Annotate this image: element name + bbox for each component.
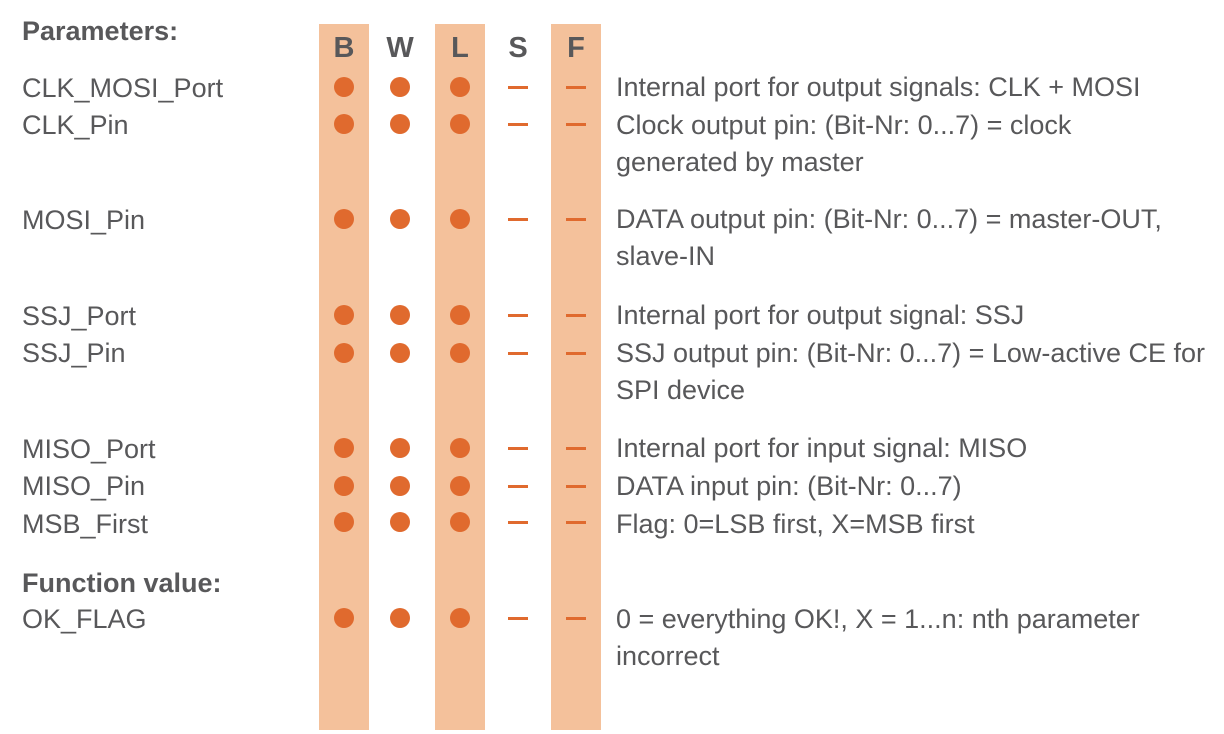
function-value-name: OK_FLAG bbox=[22, 604, 147, 634]
parameter-name: SSJ_Pin bbox=[22, 338, 126, 368]
column-header-s: S bbox=[508, 32, 528, 64]
parameter-name: CLK_Pin bbox=[22, 110, 129, 140]
mark-dash-f bbox=[566, 218, 586, 221]
parameter-name: MISO_Port bbox=[22, 434, 156, 464]
mark-dot-l bbox=[450, 209, 470, 229]
mark-dash-f bbox=[566, 86, 586, 89]
parameter-name: MISO_Pin bbox=[22, 471, 146, 501]
parameter-name: MOSI_Pin bbox=[22, 205, 146, 235]
parameter-name: CLK_MOSI_Port bbox=[22, 73, 224, 103]
mark-dot-b bbox=[334, 608, 354, 628]
mark-dot-l bbox=[450, 114, 470, 134]
mark-dot-b bbox=[334, 512, 354, 532]
mark-dash-s bbox=[508, 352, 528, 355]
mark-dash-s bbox=[508, 485, 528, 488]
mark-dot-l bbox=[450, 305, 470, 325]
function-value-heading: Function value: bbox=[22, 568, 222, 598]
mark-dot-w bbox=[390, 438, 410, 458]
mark-dash-f bbox=[566, 352, 586, 355]
mark-dot-w bbox=[390, 114, 410, 134]
column-header-b: B bbox=[333, 32, 355, 64]
mark-dash-f bbox=[566, 617, 586, 620]
column-header-w: W bbox=[386, 32, 414, 64]
mark-dash-s bbox=[508, 86, 528, 89]
mark-dot-l bbox=[450, 476, 470, 496]
parameter-name: MSB_First bbox=[22, 509, 149, 539]
mark-dot-w bbox=[390, 305, 410, 325]
parameter-description: Flag: 0=LSB first, X=MSB first bbox=[616, 509, 975, 539]
mark-dot-w bbox=[390, 608, 410, 628]
column-header-l: L bbox=[451, 32, 469, 64]
parameter-description: Internal port for output signals: CLK + … bbox=[616, 72, 1141, 102]
mark-dash-f bbox=[566, 123, 586, 126]
mark-dot-w bbox=[390, 512, 410, 532]
column-header-f: F bbox=[567, 32, 585, 64]
mark-dash-f bbox=[566, 521, 586, 524]
mark-dash-s bbox=[508, 314, 528, 317]
mark-dot-w bbox=[390, 476, 410, 496]
parameter-description: Internal port for output signal: SSJ bbox=[616, 300, 1025, 330]
parameter-description: DATA output pin: (Bit-Nr: 0...7) = maste… bbox=[616, 204, 1162, 271]
mark-dash-f bbox=[566, 314, 586, 317]
parameter-description: DATA input pin: (Bit-Nr: 0...7) bbox=[616, 471, 962, 501]
parameter-description: SSJ output pin: (Bit-Nr: 0...7) = Low-ac… bbox=[616, 338, 1205, 405]
mark-dot-b bbox=[334, 114, 354, 134]
mark-dash-f bbox=[566, 485, 586, 488]
mark-dot-l bbox=[450, 77, 470, 97]
mark-dash-s bbox=[508, 218, 528, 221]
parameter-description: Clock output pin: (Bit-Nr: 0...7) = cloc… bbox=[616, 110, 1072, 177]
mark-dash-s bbox=[508, 521, 528, 524]
mark-dash-s bbox=[508, 617, 528, 620]
mark-dash-s bbox=[508, 447, 528, 450]
mark-dot-b bbox=[334, 209, 354, 229]
mark-dot-b bbox=[334, 343, 354, 363]
mark-dot-l bbox=[450, 512, 470, 532]
mark-dot-b bbox=[334, 438, 354, 458]
parameter-description: Internal port for input signal: MISO bbox=[616, 433, 1028, 463]
function-value-description: 0 = everything OK!, X = 1...n: nth param… bbox=[616, 604, 1140, 671]
mark-dot-l bbox=[450, 438, 470, 458]
mark-dot-w bbox=[390, 343, 410, 363]
mark-dot-b bbox=[334, 476, 354, 496]
mark-dash-s bbox=[508, 123, 528, 126]
mark-dot-l bbox=[450, 608, 470, 628]
parameter-name: SSJ_Port bbox=[22, 301, 137, 331]
mark-dot-l bbox=[450, 343, 470, 363]
mark-dot-w bbox=[390, 209, 410, 229]
column-band-f bbox=[551, 24, 601, 730]
mark-dot-b bbox=[334, 305, 354, 325]
mark-dot-b bbox=[334, 77, 354, 97]
parameters-heading: Parameters: bbox=[22, 16, 179, 46]
mark-dot-w bbox=[390, 77, 410, 97]
mark-dash-f bbox=[566, 447, 586, 450]
